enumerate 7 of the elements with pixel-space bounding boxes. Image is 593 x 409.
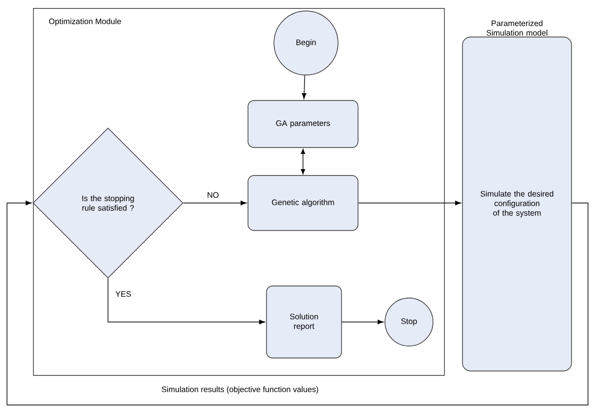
arrow [6,200,588,406]
arrow [342,320,384,324]
arrow [300,148,306,174]
arrow [108,278,265,324]
arrow [183,200,246,206]
arrow [358,200,461,206]
arrow [302,74,306,99]
